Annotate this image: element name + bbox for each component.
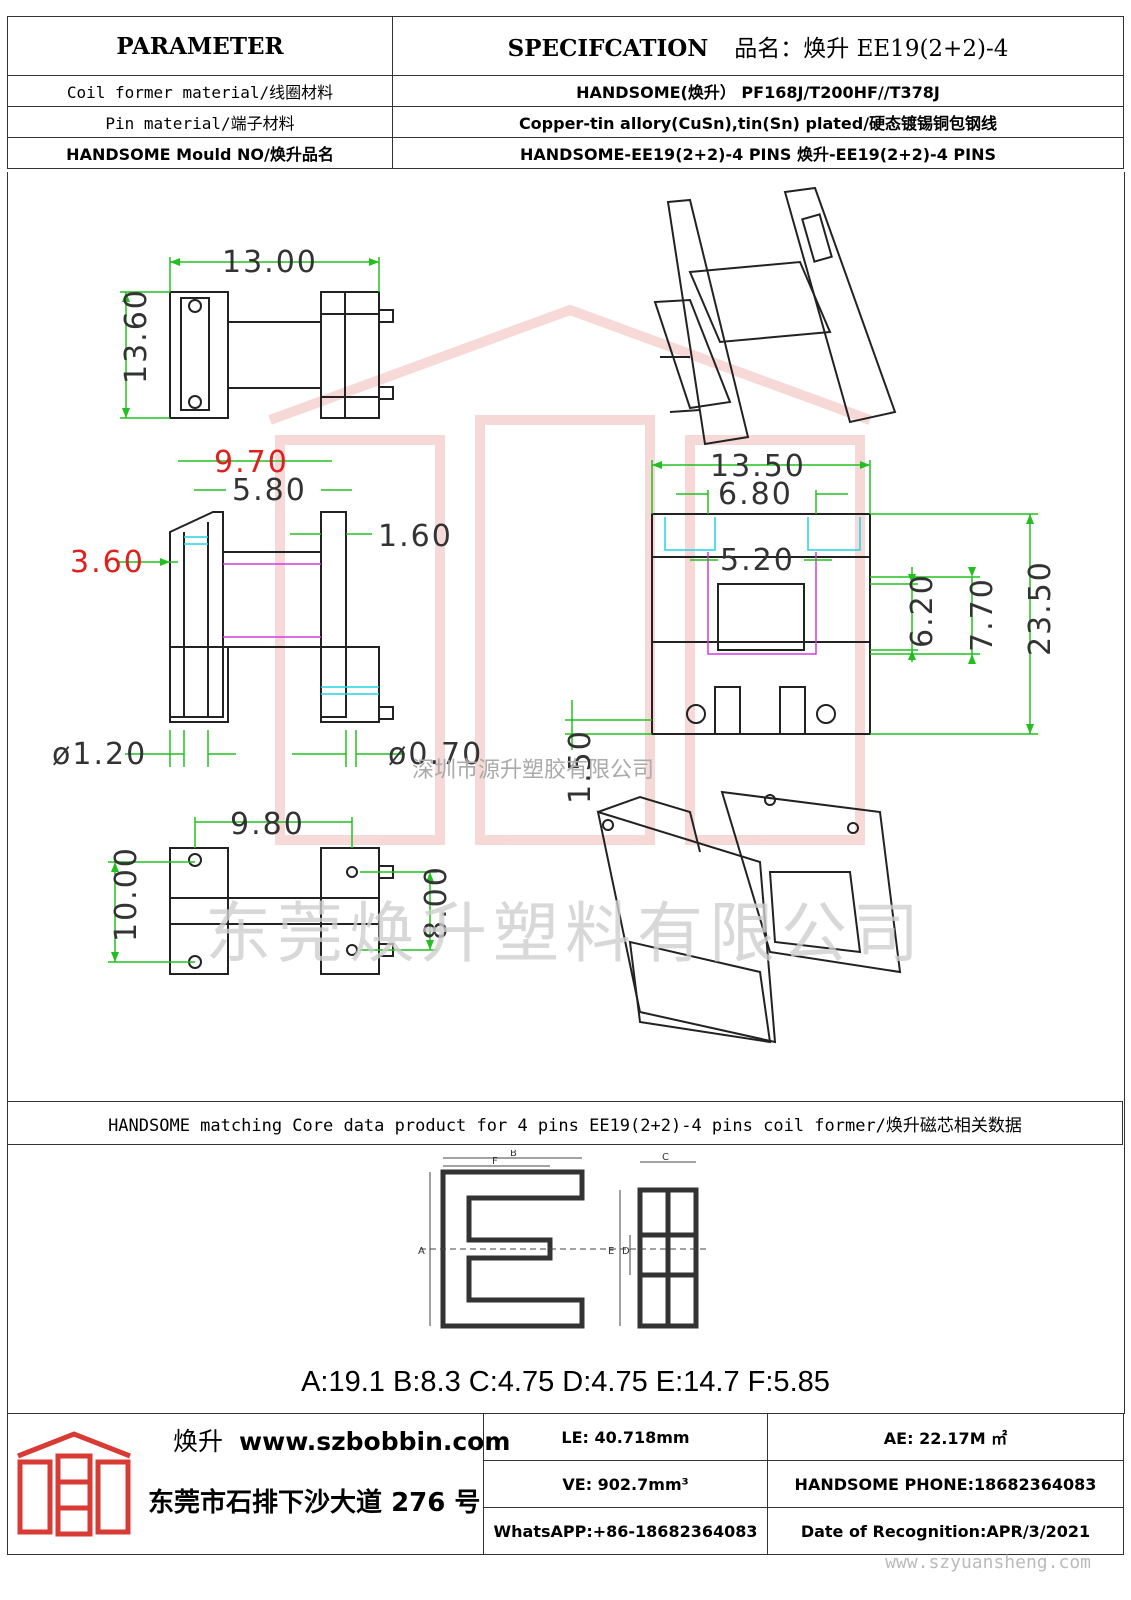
address-number: 276 <box>391 1488 446 1518</box>
url-watermark: www.szyuansheng.com <box>885 1552 1091 1573</box>
coil-material-value: HANDSOME(焕升） PF168J/T200HF//T378J <box>392 75 1124 107</box>
dim-770: 7.70 <box>965 577 1000 652</box>
watermark-company-2: 深圳市源升塑胶有限公司 <box>412 758 655 783</box>
pin-material-value: Copper-tin allory(CuSn),tin(Sn) plated/硬… <box>392 106 1124 138</box>
mould-no-value: HANDSOME-EE19(2+2)-4 PINS 焕升-EE19(2+2)-4… <box>392 137 1124 169</box>
footer-table: 焕升 www.szbobbin.com 东莞市石排下沙大道 276 号 LE: 4… <box>7 1413 1124 1555</box>
ve-value: VE: 902.7mm³ <box>483 1460 768 1508</box>
dim-520: 5.20 <box>720 543 795 578</box>
address-street: 东莞市石排下沙大道 <box>148 1488 383 1518</box>
dim-pin-dia2: ø0.70 <box>388 737 483 772</box>
drawing-area <box>7 172 1125 1101</box>
core-title: HANDSOME matching Core data product for … <box>7 1101 1123 1145</box>
mould-no-label: HANDSOME Mould NO/焕升品名 <box>7 137 393 169</box>
dim-2350: 23.50 <box>1023 560 1058 656</box>
dim-980: 9.80 <box>230 807 305 842</box>
dim-top-width: 13.00 <box>222 245 318 280</box>
dim-top-height: 13.60 <box>119 288 154 384</box>
top-view-flange-right <box>320 291 380 419</box>
coil-material-label: Coil former material/线圈材料 <box>7 75 393 107</box>
logo-watermark <box>268 304 872 845</box>
dim-1350: 13.50 <box>710 449 806 484</box>
brand-cell: 焕升 www.szbobbin.com 东莞市石排下沙大道 276 号 <box>7 1413 510 1555</box>
recognition-date: Date of Recognition:APR/3/2021 <box>767 1507 1124 1555</box>
core-label-b: B <box>510 1150 517 1159</box>
dim-160: 1.60 <box>378 519 453 554</box>
ee-core-drawing: B F C A D E <box>418 1150 710 1329</box>
dim-pin-dia: ø1.20 <box>52 737 147 772</box>
dim-150: 1.50 <box>563 729 598 804</box>
core-dimensions: A:19.1 B:8.3 C:4.75 D:4.75 E:14.7 F:5.85 <box>301 1366 830 1398</box>
pin-material-label: Pin material/端子材料 <box>7 106 393 138</box>
top-view-flange-left <box>169 291 229 419</box>
dim-970: 9.70 <box>214 445 289 480</box>
core-label-c: C <box>662 1152 669 1163</box>
dim-1000: 10.00 <box>109 846 144 942</box>
brand-cn: 焕升 <box>173 1427 224 1456</box>
spec-label: SPECIFCATION <box>507 35 709 62</box>
parameter-heading: PARAMETER <box>7 16 393 76</box>
phone-value: HANDSOME PHONE:18682364083 <box>767 1460 1124 1508</box>
ae-value: AE: 22.17M ㎡ <box>767 1413 1124 1461</box>
dim-800: 8.00 <box>419 865 454 940</box>
handsome-logo <box>17 1431 131 1537</box>
coil-former-drawing: 13.00 13.60 9.70 5.80 1.60 3.60 ø1.20 ø0… <box>52 186 1058 1044</box>
product-name: 品名：焕升 EE19(2+2)-4 <box>734 36 1009 62</box>
core-label-e: E <box>608 1246 614 1257</box>
specification-heading: SPECIFCATION 品名：焕升 EE19(2+2)-4 <box>392 16 1124 76</box>
whatsapp-value: WhatsAPP:+86-18682364083 <box>483 1507 768 1555</box>
core-label-a: A <box>418 1246 425 1257</box>
website-link[interactable]: www.szbobbin.com <box>239 1427 511 1456</box>
core-label-f: F <box>492 1156 498 1167</box>
watermark-company: 东莞焕升塑料有限公司 <box>205 895 925 972</box>
brand-line: 焕升 www.szbobbin.com <box>173 1422 510 1458</box>
dim-620: 6.20 <box>905 573 940 648</box>
address-suffix: 号 <box>454 1488 481 1518</box>
dim-680: 6.80 <box>718 477 793 512</box>
core-label-d: D <box>622 1246 630 1257</box>
address: 东莞市石排下沙大道 276 号 <box>148 1482 480 1519</box>
le-value: LE: 40.718mm <box>483 1413 768 1461</box>
dim-580: 5.80 <box>232 473 307 508</box>
dim-360: 3.60 <box>70 545 145 580</box>
